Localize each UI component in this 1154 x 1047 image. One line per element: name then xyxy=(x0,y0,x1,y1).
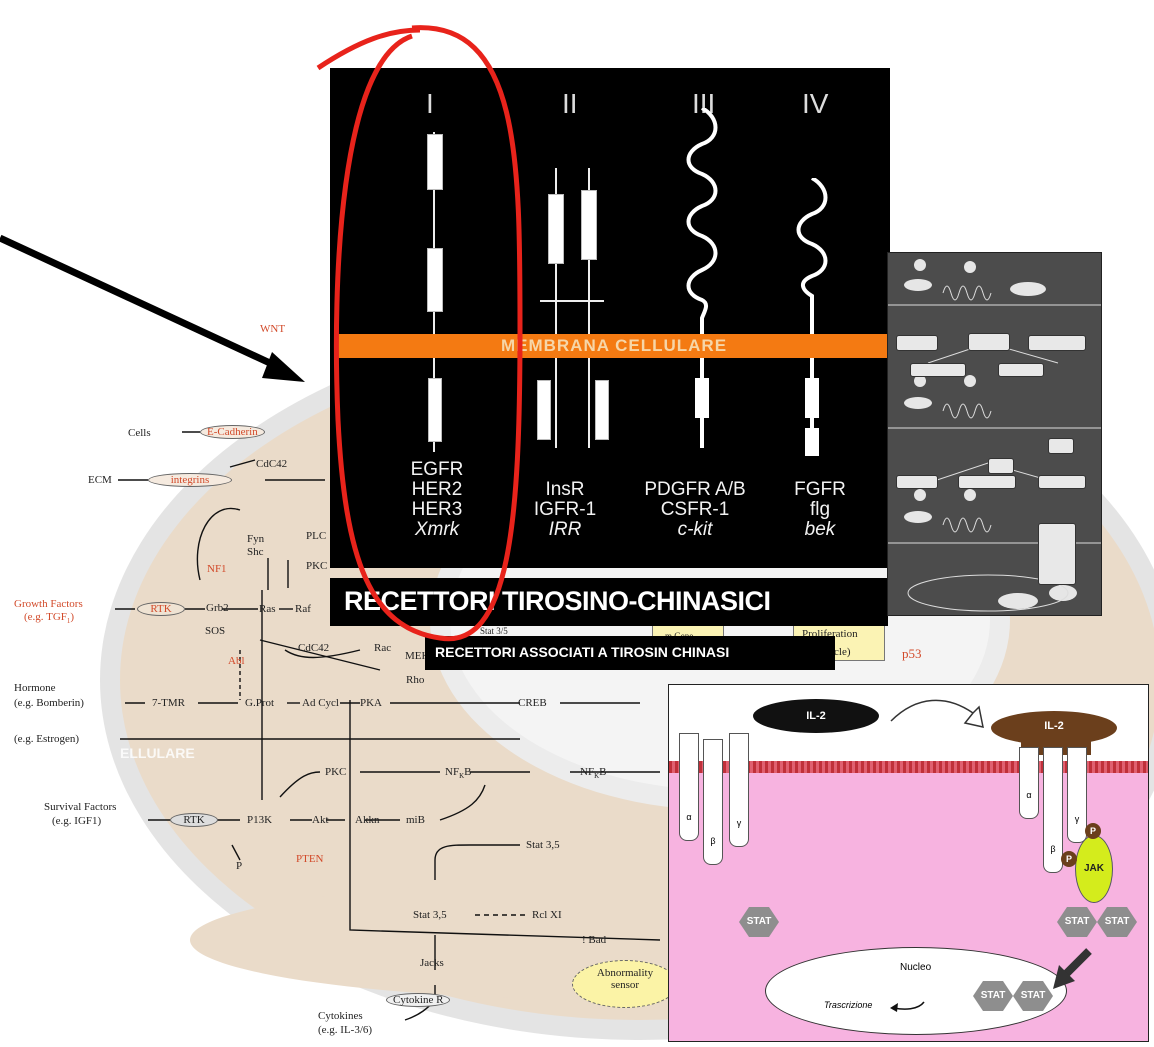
gpcr-box xyxy=(968,333,1010,351)
gpcr-box xyxy=(988,458,1014,474)
class-1-names: EGFR HER2 HER3 Xmrk xyxy=(392,460,482,540)
gpcr-box xyxy=(998,363,1044,377)
nucleus-label: Nucleo xyxy=(900,962,931,973)
transcription-label: Trascrizione xyxy=(824,1000,872,1010)
class-4-names: FGFR flg bek xyxy=(770,480,870,540)
subtitle-bar: RECETTORI ASSOCIATI A TIROSIN CHINASI xyxy=(425,636,835,670)
il2-receptor-panel: IL-2 α β γ IL-2 α β γ JAK P P STAT STAT … xyxy=(668,684,1149,1042)
gpcr-box xyxy=(1048,438,1074,454)
binding-arrow-icon xyxy=(887,699,987,735)
rtk-classes-panel: I II III IV MEMBRANA CELLULARE EGFR HER2… xyxy=(330,68,890,568)
transcription-arrow-icon xyxy=(888,996,928,1016)
gpcr-box xyxy=(896,475,938,489)
bound-alpha-chain: α xyxy=(1019,747,1039,819)
gpcr-box xyxy=(1028,335,1086,351)
gpcr-box xyxy=(958,475,1016,489)
bound-gamma-chain: γ xyxy=(1067,747,1087,843)
gpcr-box xyxy=(1038,475,1086,489)
membrane-label: MEMBRANA CELLULARE xyxy=(338,336,890,356)
jak-kinase: JAK xyxy=(1075,835,1113,903)
il2-ligand: IL-2 xyxy=(753,699,879,733)
alpha-chain: α xyxy=(679,733,699,841)
class-2-names: InsR IGFR-1 IRR xyxy=(515,480,615,540)
title-bar: RECETTORI TIROSINO-CHINASICI xyxy=(330,578,888,626)
gpcr-signaling-panel xyxy=(887,252,1102,616)
phosphate-icon: P xyxy=(1061,851,1077,867)
class-numeral-4: IV xyxy=(802,88,828,120)
bound-beta-chain: β xyxy=(1043,747,1063,873)
phosphate-icon: P xyxy=(1085,823,1101,839)
receptor-class-4 xyxy=(790,178,850,458)
membrane-bar: MEMBRANA CELLULARE xyxy=(338,334,890,358)
slide-subtitle: RECETTORI ASSOCIATI A TIROSIN CHINASI xyxy=(435,644,729,660)
gpcr-box xyxy=(896,335,938,351)
class-3-names: PDGFR A/B CSFR-1 c-kit xyxy=(630,480,760,540)
translocation-arrow-icon xyxy=(1049,945,1099,995)
gpcr-box xyxy=(1038,523,1076,585)
class-numeral-2: II xyxy=(562,88,578,120)
pointer-arrow xyxy=(0,238,305,382)
beta-chain: β xyxy=(703,739,723,865)
gpcr-box xyxy=(910,363,966,377)
gamma-chain: γ xyxy=(729,733,749,847)
slide-title: RECETTORI TIROSINO-CHINASICI xyxy=(344,586,771,617)
class-numeral-1: I xyxy=(426,88,434,120)
receptor-class-3 xyxy=(680,108,750,458)
